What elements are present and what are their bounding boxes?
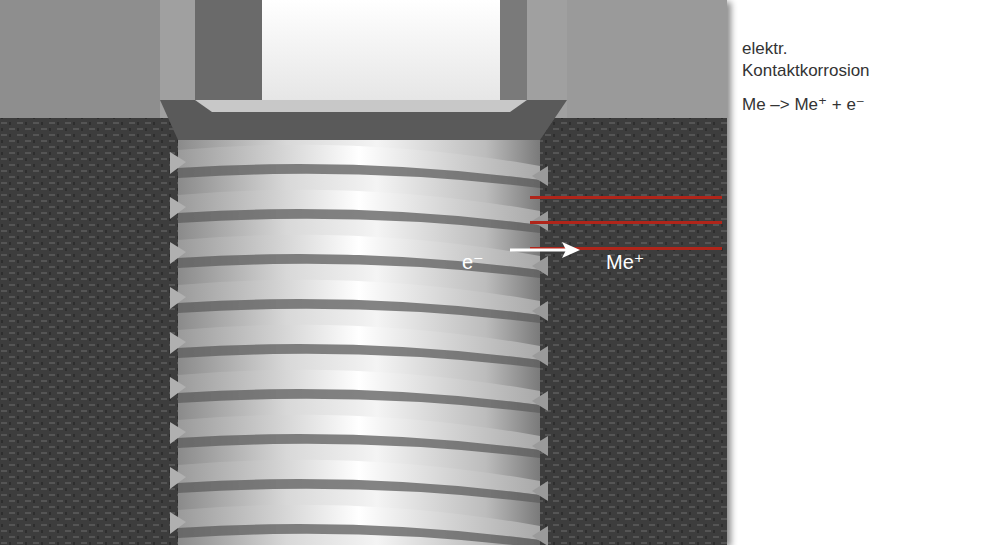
reaction-equation: Me –> Me⁺ + e⁻ (742, 94, 942, 116)
title-note: elektr. Kontaktkorrosion (742, 38, 907, 82)
corrosion-line (530, 221, 722, 224)
corrosion-line (530, 196, 722, 199)
ion-label: Me⁺ (606, 250, 676, 274)
electron-arrow (510, 242, 580, 258)
electron-label: e⁻ (462, 250, 522, 274)
